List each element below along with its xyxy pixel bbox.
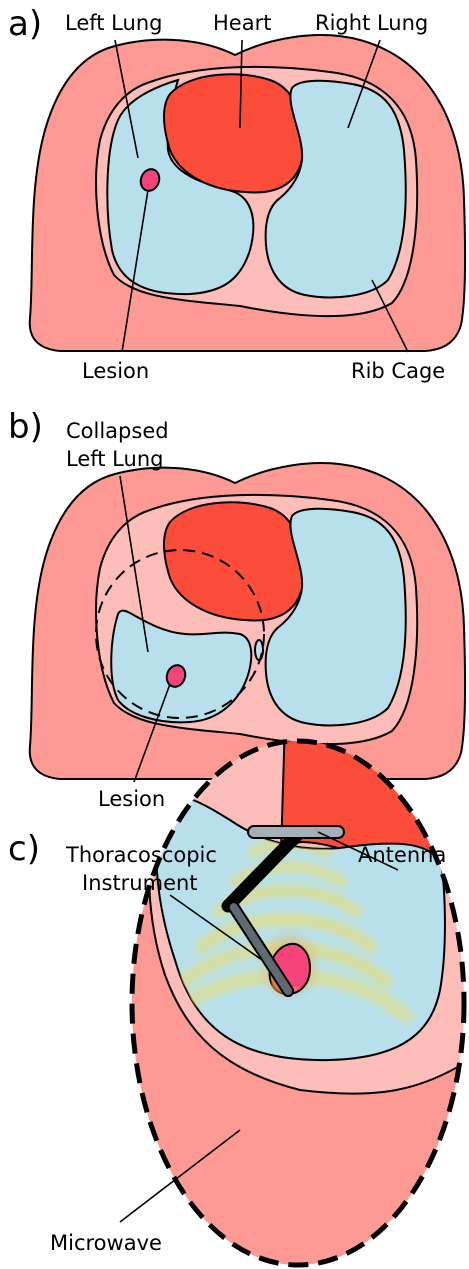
label-rib-cage: Rib Cage <box>351 359 445 383</box>
label-instrument-line2: Instrument <box>82 871 198 895</box>
label-collapsed-line1: Collapsed <box>66 419 169 443</box>
label-instrument-line1: Thoracoscopic <box>65 843 217 867</box>
panel-a: a) Left Lung Heart Right Lung Lesion Rib… <box>8 4 465 383</box>
label-left-lung: Left Lung <box>65 11 162 35</box>
label-collapsed-line2: Left Lung <box>66 447 163 471</box>
panel-c-right-edge-structure <box>456 860 469 920</box>
antenna <box>248 826 344 838</box>
label-right-lung: Right Lung <box>315 11 428 35</box>
panel-b-letter: b) <box>8 407 43 447</box>
panel-c: c) <box>8 720 469 1269</box>
panel-a-letter: a) <box>8 4 42 44</box>
label-microwave: Microwave <box>50 1231 162 1255</box>
label-heart: Heart <box>213 11 271 35</box>
panel-b: b) Collapsed Left Lung Lesion <box>8 407 465 811</box>
panel-c-letter: c) <box>8 829 40 869</box>
label-lesion-a: Lesion <box>82 359 149 383</box>
label-antenna: Antenna <box>358 843 446 867</box>
label-lesion-b: Lesion <box>98 787 165 811</box>
